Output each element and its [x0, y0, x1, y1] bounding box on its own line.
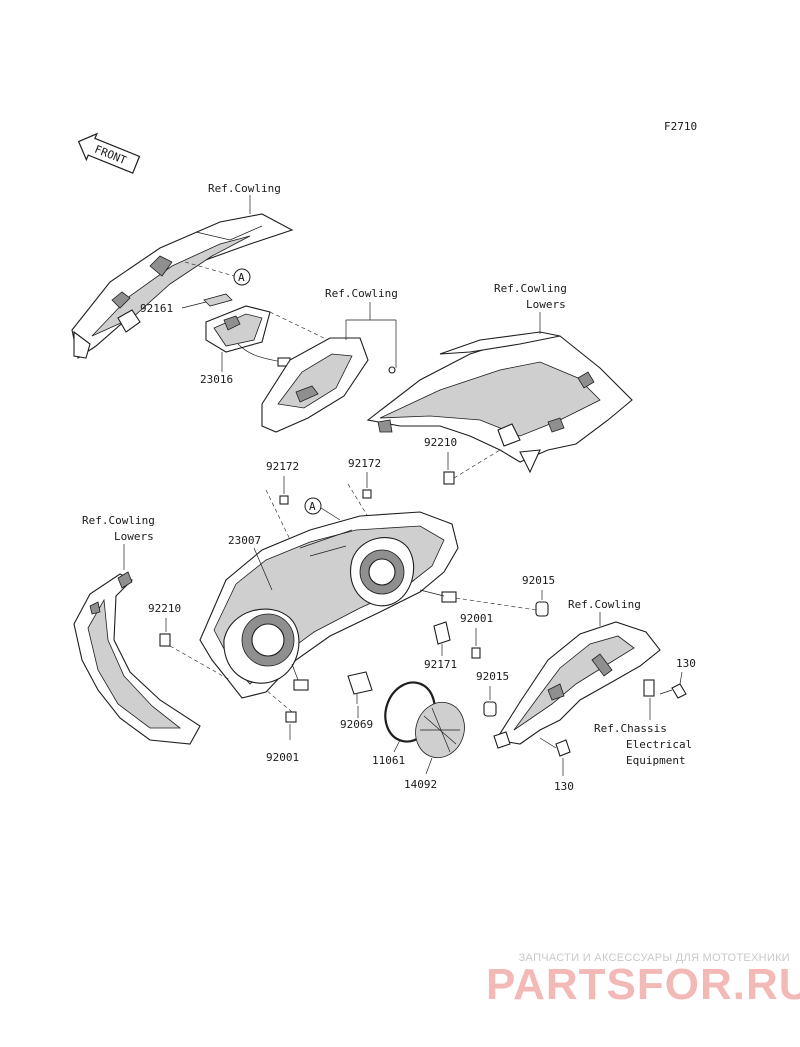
- part-92172-b: 92172: [348, 457, 381, 470]
- ref-cowling-top: Ref.Cowling: [208, 182, 281, 195]
- screw-92172-left: [279, 495, 289, 505]
- pad-92161: [203, 293, 233, 307]
- fairing-lower-right: [366, 331, 633, 474]
- part-92001-a: 92001: [460, 612, 493, 625]
- callout-a-mid: A: [304, 497, 322, 515]
- part-92015-b: 92015: [476, 670, 509, 683]
- part-14092: 14092: [404, 778, 437, 791]
- nut-92210-left: [159, 633, 171, 647]
- grommet-92015-bottom: [483, 701, 497, 717]
- ref-cowling-right: Ref.Cowling: [568, 598, 641, 611]
- clip-92171: [433, 621, 451, 645]
- part-130-a: 130: [676, 657, 696, 670]
- part-92210-left: 92210: [148, 602, 181, 615]
- svg-text:A: A: [238, 271, 245, 284]
- front-arrow-icon: FRONT: [77, 132, 141, 174]
- ref-cowling-lowers-top-2: Lowers: [526, 298, 566, 311]
- figure-code: F2710: [664, 120, 697, 133]
- ref-cowling-lowers-left-2: Lowers: [114, 530, 154, 543]
- part-92171: 92171: [424, 658, 457, 671]
- screw-92172-right: [362, 489, 372, 499]
- inner-cowling-cover: [261, 337, 369, 433]
- chassis-clip: [643, 679, 655, 697]
- position-lamp-23016: [205, 305, 291, 367]
- bolt-92001-top: [471, 647, 481, 659]
- svg-text:A: A: [309, 500, 316, 513]
- part-92172-a: 92172: [266, 460, 299, 473]
- callout-a-top: A: [233, 268, 251, 286]
- headlight-23007: [199, 511, 459, 699]
- grommet-92015-top: [535, 601, 549, 617]
- bolt-130-bottom: [539, 737, 571, 757]
- ref-cowling-lowers-top-1: Ref.Cowling: [494, 282, 567, 295]
- fairing-lower-left: [73, 571, 201, 745]
- ref-chassis-2: Electrical: [626, 738, 692, 751]
- part-23016: 23016: [200, 373, 233, 386]
- upper-cowling-stay: [71, 213, 294, 359]
- part-92161: 92161: [140, 302, 173, 315]
- cap-14092: [415, 701, 465, 759]
- bulb-92069: [347, 671, 373, 704]
- watermark-tagline: ЗАПЧАСТИ И АКСЕССУАРЫ ДЛЯ МОТОТЕХНИКИ: [518, 952, 790, 964]
- nut-92210-top: [443, 471, 455, 485]
- ref-cowling-mid: Ref.Cowling: [325, 287, 398, 300]
- ref-cowling-lowers-left-1: Ref.Cowling: [82, 514, 155, 527]
- ref-chassis-3: Equipment: [626, 754, 686, 767]
- watermark-logo: PARTSFOR.RU: [486, 960, 800, 1009]
- headlight-stay-right: [493, 621, 661, 749]
- bolt-130-right: [659, 683, 687, 699]
- part-23007: 23007: [228, 534, 261, 547]
- part-92069: 92069: [340, 718, 373, 731]
- part-130-b: 130: [554, 780, 574, 793]
- part-92015-a: 92015: [522, 574, 555, 587]
- part-92210-top: 92210: [424, 436, 457, 449]
- bolt-92001-bottom: [285, 711, 297, 723]
- ref-chassis-1: Ref.Chassis: [594, 722, 667, 735]
- part-11061: 11061: [372, 754, 405, 767]
- part-92001-b: 92001: [266, 751, 299, 764]
